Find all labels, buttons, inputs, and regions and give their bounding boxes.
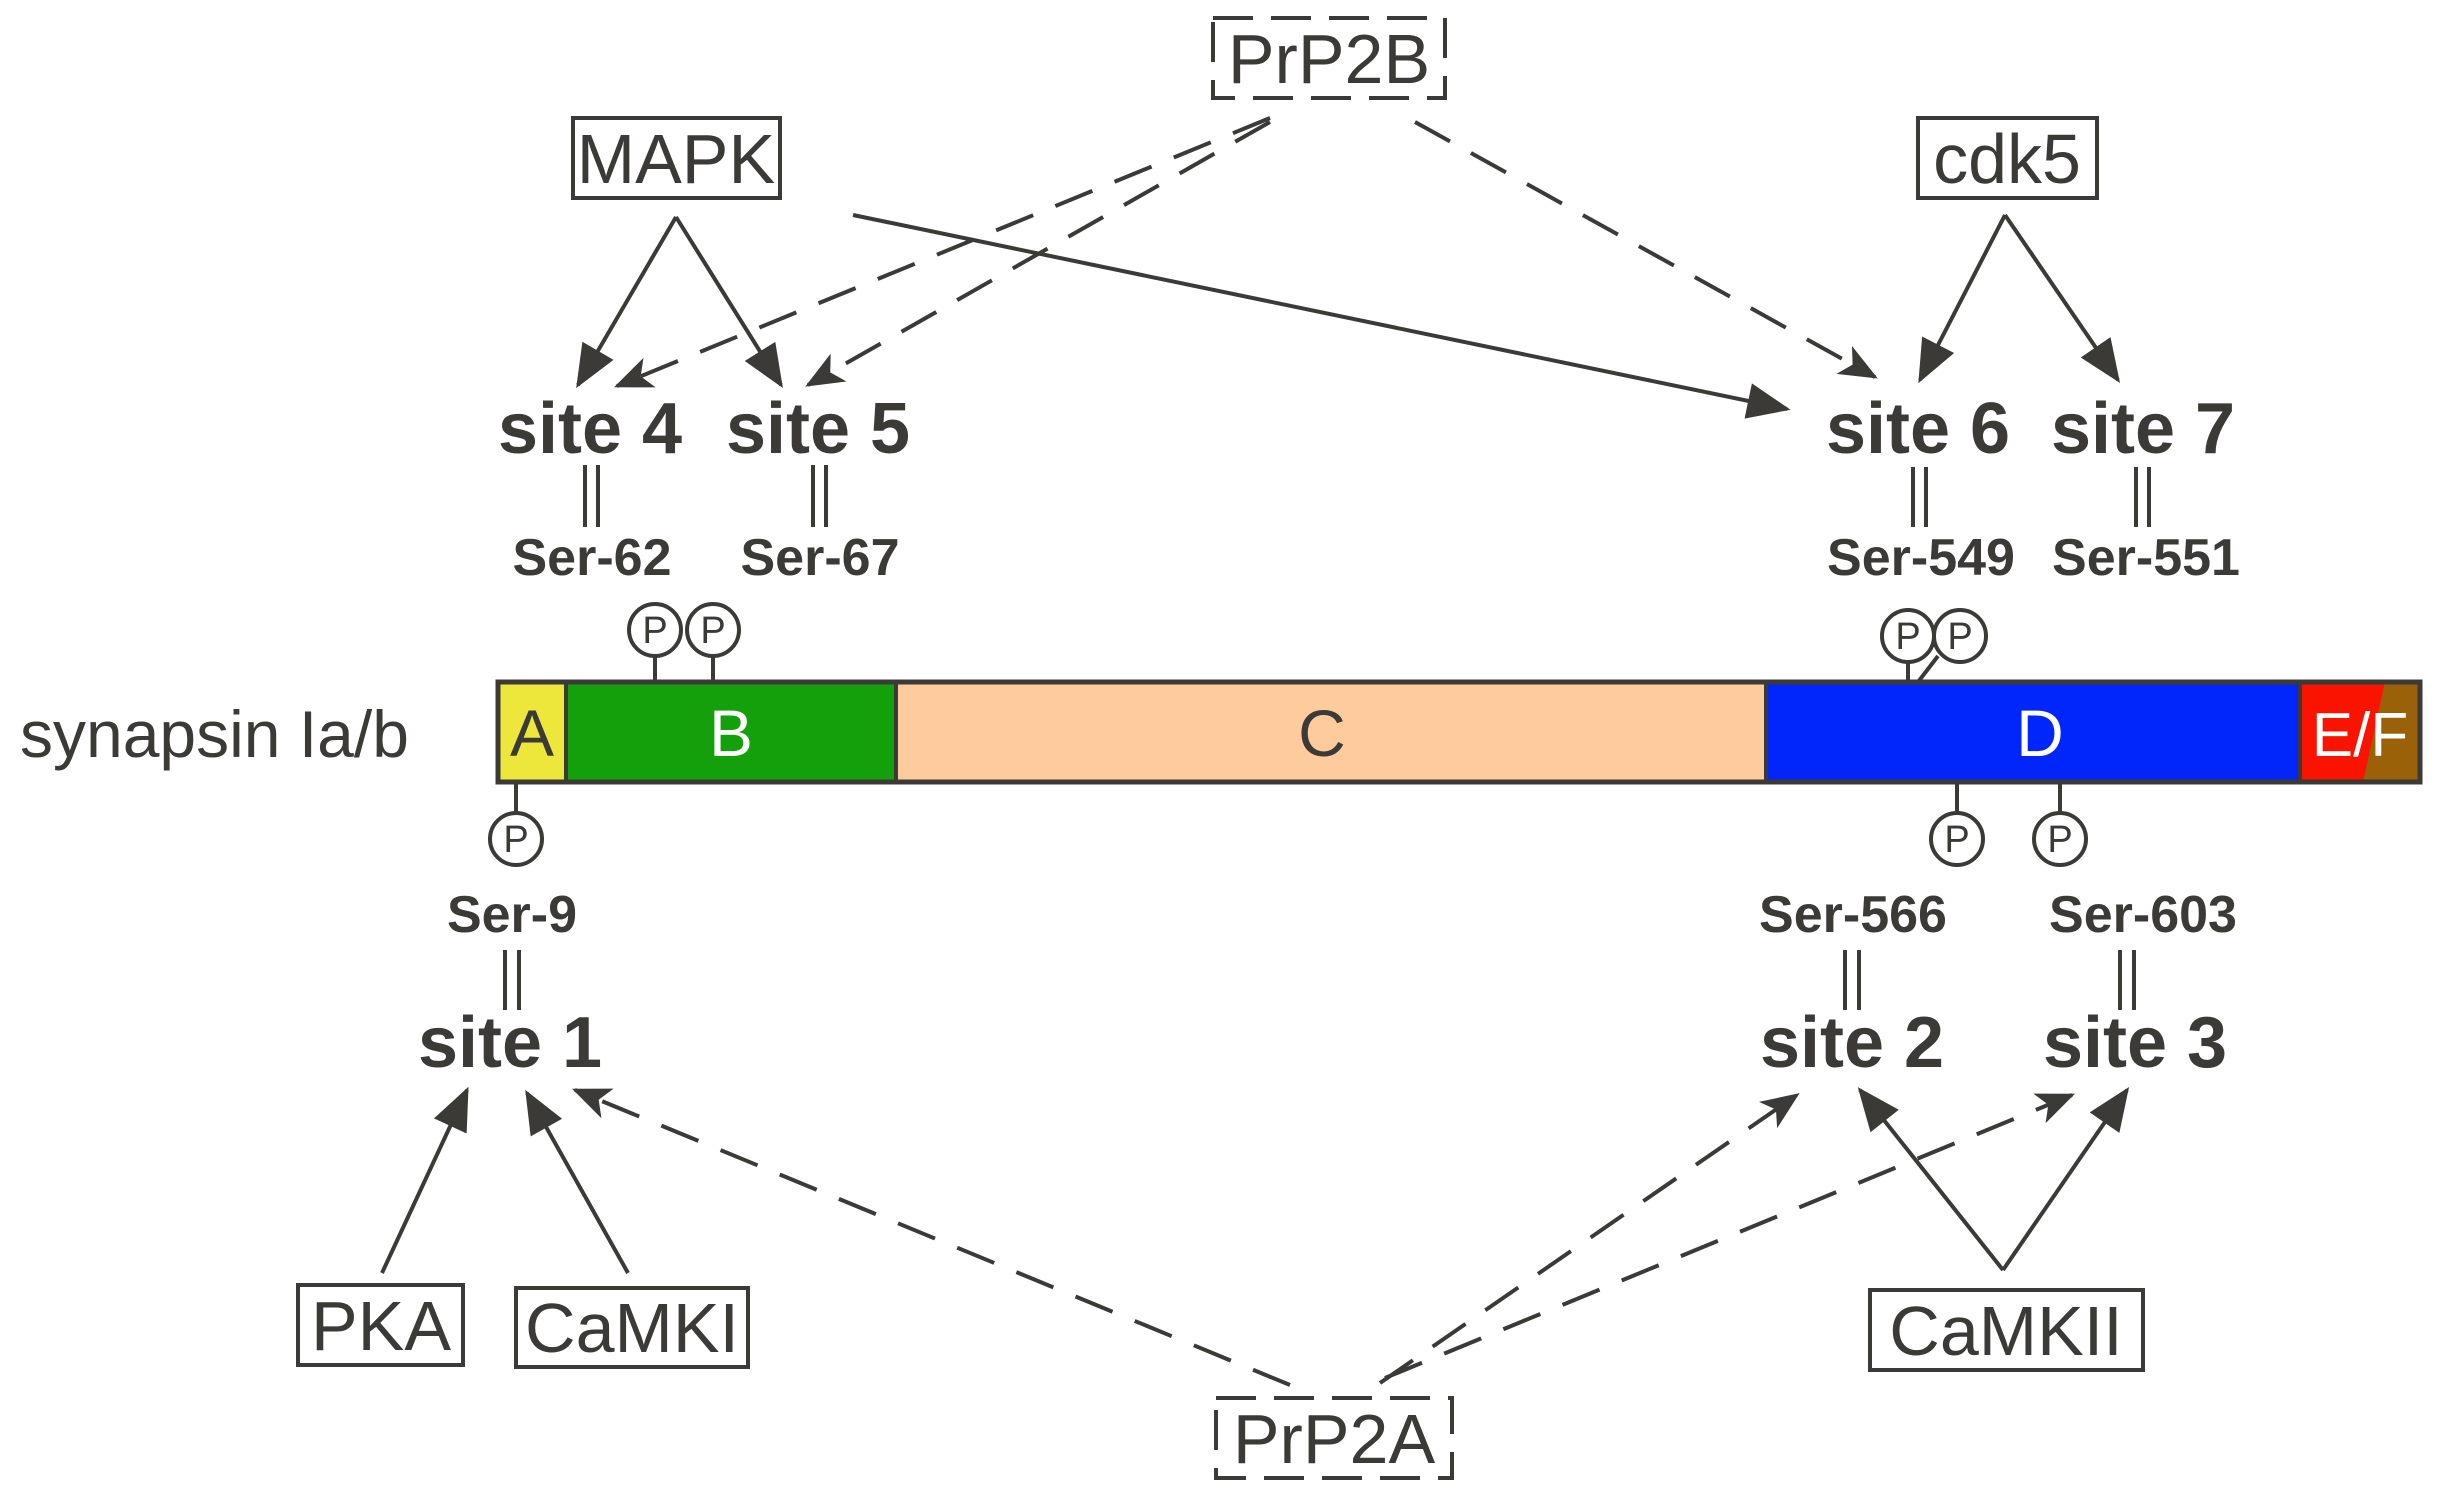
enzyme-mapk[interactable]: MAPK bbox=[571, 116, 782, 200]
residue-ser67: Ser-67 bbox=[741, 529, 900, 587]
residue-ser9: Ser-9 bbox=[447, 886, 577, 944]
enzyme-prp2a-label: PrP2A bbox=[1233, 1400, 1436, 1478]
phospho-markers bbox=[514, 654, 2062, 812]
domain-f bbox=[2363, 682, 2420, 782]
arrow-prp2a-to-site2 bbox=[1378, 1093, 1800, 1385]
domain-c-label: C bbox=[1298, 696, 1346, 770]
enzyme-prp2a[interactable]: PrP2A bbox=[1214, 1396, 1454, 1480]
domain-d bbox=[1766, 682, 2300, 782]
domain-a-label: A bbox=[510, 696, 554, 770]
site-4-label: site 4 bbox=[498, 389, 682, 469]
phospho-marker: P bbox=[627, 602, 683, 658]
svg-text:P: P bbox=[503, 819, 528, 861]
domain-b bbox=[566, 682, 896, 782]
residue-ser62: Ser-62 bbox=[513, 529, 672, 587]
phospho-marker: P bbox=[685, 602, 741, 658]
enzyme-prp2b-label: PrP2B bbox=[1228, 20, 1430, 98]
arrow-mapk-to-site4 bbox=[576, 215, 678, 389]
enzyme-camkii[interactable]: CaMKII bbox=[1868, 1288, 2145, 1372]
enzyme-prp2b[interactable]: PrP2B bbox=[1211, 16, 1447, 100]
site-7-label: site 7 bbox=[2051, 389, 2235, 469]
arrow-cdk5-to-site7 bbox=[2003, 213, 2121, 383]
site-3-label: site 3 bbox=[2043, 1003, 2227, 1083]
domain-a bbox=[498, 682, 566, 782]
svg-text:P: P bbox=[1947, 616, 1972, 658]
enzyme-pka[interactable]: PKA bbox=[296, 1283, 465, 1367]
residue-ser549: Ser-549 bbox=[1827, 529, 2015, 587]
site-5-label: site 5 bbox=[726, 389, 910, 469]
enzyme-cdk5-label: cdk5 bbox=[1933, 120, 2081, 198]
arrow-prp2b-to-site4 bbox=[614, 116, 1271, 388]
protein-name: synapsin Ia/b bbox=[20, 697, 409, 771]
svg-text:P: P bbox=[700, 610, 725, 652]
svg-text:P: P bbox=[642, 610, 667, 652]
phospho-marker: P bbox=[2032, 811, 2088, 867]
arrow-pka-to-site1 bbox=[380, 1086, 469, 1274]
enzyme-pka-label: PKA bbox=[311, 1287, 451, 1365]
residue-ser603: Ser-603 bbox=[2049, 886, 2237, 944]
arrow-prp2b-to-site6 bbox=[1414, 120, 1878, 379]
domain-b-label: B bbox=[709, 696, 753, 770]
phospho-marker: P bbox=[1932, 608, 1988, 664]
domain-ef-label: E/F bbox=[2312, 701, 2408, 770]
site-2-label: site 2 bbox=[1760, 1003, 1944, 1083]
arrow-camkii-to-site2 bbox=[1857, 1087, 2005, 1272]
site-labels: site 4 site 5 site 6 site 7 Ser-62 Ser-6… bbox=[418, 389, 2240, 1083]
enzyme-cdk5[interactable]: cdk5 bbox=[1916, 116, 2099, 200]
arrow-cdk5-to-site6 bbox=[1918, 214, 2007, 384]
enzyme-boxes: MAPK cdk5 PrP2B PKA CaMKI CaMKII PrP2A bbox=[296, 16, 2145, 1480]
enzyme-mapk-label: MAPK bbox=[577, 120, 775, 198]
svg-text:P: P bbox=[2047, 819, 2072, 861]
arrow-mapk-to-site5 bbox=[674, 215, 783, 389]
domain-d-label: D bbox=[2016, 696, 2064, 770]
arrow-prp2b-to-site5 bbox=[805, 120, 1271, 387]
residue-ser566: Ser-566 bbox=[1759, 886, 1947, 944]
arrow-camkii-to-site3 bbox=[2001, 1087, 2130, 1272]
phospho-marker: P bbox=[488, 811, 544, 867]
site-1-label: site 1 bbox=[418, 1003, 602, 1083]
domain-bar: A B C D E/F bbox=[495, 679, 2423, 785]
phospho-marker: P bbox=[1929, 811, 1985, 867]
enzyme-camkii-label: CaMKII bbox=[1889, 1292, 2122, 1370]
phospho-marker: P bbox=[1880, 608, 1936, 664]
residue-ser551: Ser-551 bbox=[2052, 529, 2240, 587]
svg-text:P: P bbox=[1944, 819, 1969, 861]
arrow-camki-to-site1 bbox=[525, 1089, 630, 1274]
equivalence-marks bbox=[503, 465, 2151, 1010]
domain-c bbox=[896, 682, 1766, 782]
arrow-mapk-to-site6 bbox=[852, 213, 1791, 419]
svg-text:P: P bbox=[1895, 616, 1920, 658]
enzyme-camki-label: CaMKI bbox=[525, 1289, 739, 1367]
enzyme-camki[interactable]: CaMKI bbox=[514, 1286, 750, 1369]
arrow-prp2a-to-site1 bbox=[572, 1088, 1291, 1387]
site-6-label: site 6 bbox=[1826, 389, 2010, 469]
